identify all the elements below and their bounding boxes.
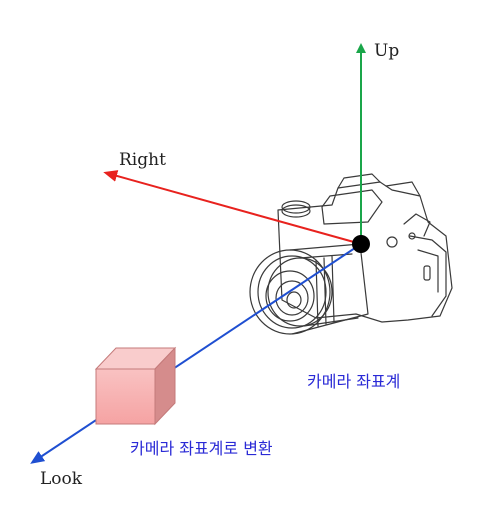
transform-label: 카메라 좌표계로 변환 xyxy=(130,439,273,458)
right-axis-arrow xyxy=(103,170,362,245)
up-axis-label: Up xyxy=(374,41,399,61)
transformed-cube xyxy=(94,346,177,426)
right-axis-label: Right xyxy=(119,150,166,170)
camera-space-label: 카메라 좌표계 xyxy=(307,372,400,391)
look-axis-arrow xyxy=(30,243,362,464)
camera-icon xyxy=(249,173,453,335)
camera-origin-point xyxy=(352,235,370,253)
look-axis-label: Look xyxy=(40,469,83,489)
